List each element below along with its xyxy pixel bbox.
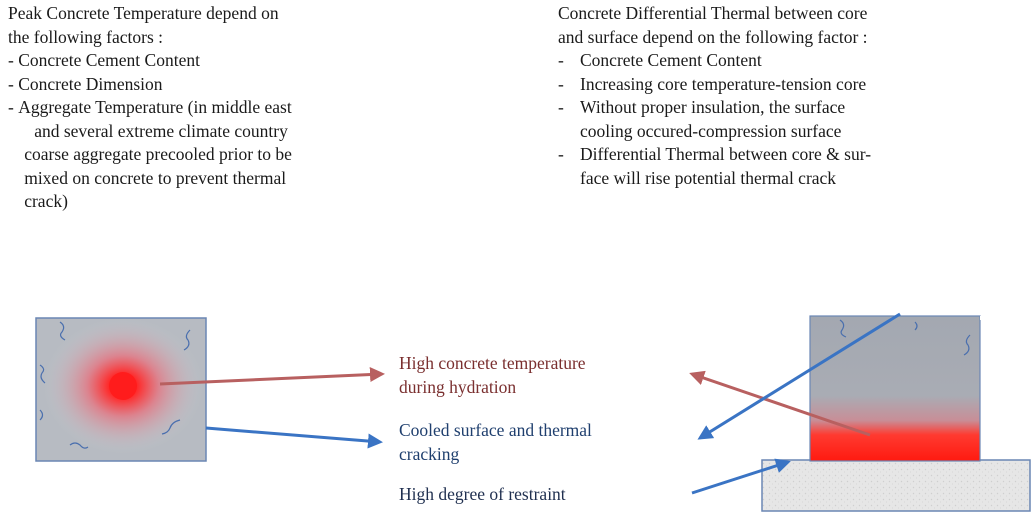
left-heading-line-2: the following factors : bbox=[8, 26, 164, 47]
arrow-surface-to-label bbox=[205, 426, 383, 449]
block-top-insulation bbox=[980, 316, 1030, 320]
left-item-1-line-1: Concrete Cement Content bbox=[18, 50, 200, 70]
left-text-column: Peak Concrete Temperature depend on the … bbox=[8, 2, 478, 214]
bullet-dash: - bbox=[8, 50, 19, 70]
left-list-item-aggregate: - Aggregate Temperature (in middle east … bbox=[8, 96, 478, 214]
label-cooled-line-2: cracking bbox=[399, 444, 460, 464]
arrow-right-surface bbox=[697, 312, 901, 440]
right-list-item-insulation: - Without proper insulation, the surface… bbox=[558, 96, 1028, 143]
label-cooled-line-1: Cooled surface and thermal bbox=[399, 420, 592, 440]
label-restraint: High degree of restraint bbox=[399, 482, 566, 506]
right-concrete-block bbox=[761, 315, 1031, 512]
arrow-restraint bbox=[691, 458, 791, 495]
right-heading-line-1: Concrete Differential Thermal between co… bbox=[558, 3, 868, 23]
arrow-right-core bbox=[689, 370, 871, 437]
left-item-3-line-4: mixed on concrete to prevent thermal bbox=[24, 167, 287, 188]
label-high-temp-line-2: during hydration bbox=[399, 377, 517, 397]
right-item-3-line-2: cooling occured-compression surface bbox=[580, 120, 842, 141]
bullet-dash: - bbox=[8, 97, 19, 117]
bullet-dash: - bbox=[558, 73, 564, 94]
crack-lines bbox=[39, 321, 191, 449]
hot-core bbox=[109, 372, 137, 400]
label-restraint-text: High degree of restraint bbox=[399, 484, 566, 504]
left-heading-line-1: Peak Concrete Temperature depend on bbox=[8, 3, 279, 23]
right-heading-line-2: and surface depend on the following fact… bbox=[558, 26, 868, 47]
left-list-item-cement: - Concrete Cement Content bbox=[8, 49, 478, 73]
left-item-3-line-1: Aggregate Temperature (in middle east bbox=[18, 97, 292, 117]
left-item-3-line-2: and several extreme climate country bbox=[34, 120, 288, 141]
right-item-4-line-1: Differential Thermal between core & sur- bbox=[580, 144, 872, 164]
right-text-column: Concrete Differential Thermal between co… bbox=[558, 2, 1028, 190]
label-high-temp: High concrete temperature during hydrati… bbox=[399, 351, 586, 399]
right-item-4-line-2: face will rise potential thermal crack bbox=[580, 167, 837, 188]
left-item-text: Aggregate Temperature (in middle east an… bbox=[18, 96, 478, 214]
arrows bbox=[159, 312, 901, 495]
right-list-item-differential: - Differential Thermal between core & su… bbox=[558, 143, 1028, 190]
crack-lines bbox=[839, 319, 971, 356]
label-high-temp-line-1: High concrete temperature bbox=[399, 353, 586, 373]
left-item-3-line-5: crack) bbox=[24, 191, 68, 211]
left-concrete-block bbox=[35, 317, 207, 462]
right-item-1-line-1: Concrete Cement Content bbox=[580, 50, 762, 70]
left-item-text: Concrete Cement Content bbox=[18, 49, 478, 73]
left-item-3-line-3: coarse aggregate precooled prior to be bbox=[24, 144, 292, 164]
left-list-item-dimension: - Concrete Dimension bbox=[8, 73, 478, 97]
arrow-hot-to-label bbox=[159, 367, 385, 386]
bullet-dash: - bbox=[8, 73, 19, 94]
bullet-dash: - bbox=[558, 144, 564, 164]
right-item-2-line-1: Increasing core temperature-tension core bbox=[580, 73, 867, 94]
left-item-text: Concrete Dimension bbox=[18, 73, 478, 97]
bullet-dash: - bbox=[558, 97, 564, 117]
ground-slab bbox=[761, 459, 1031, 512]
label-cooled-surface: Cooled surface and thermal cracking bbox=[399, 418, 592, 466]
bullet-dash: - bbox=[558, 50, 564, 70]
left-item-2-line-1: Concrete Dimension bbox=[18, 73, 163, 94]
right-item-3-line-1: Without proper insulation, the surface bbox=[580, 97, 846, 117]
right-list-item-core-temp: - Increasing core temperature-tension co… bbox=[558, 73, 1028, 97]
right-list-item-cement: - Concrete Cement Content bbox=[558, 49, 1028, 73]
